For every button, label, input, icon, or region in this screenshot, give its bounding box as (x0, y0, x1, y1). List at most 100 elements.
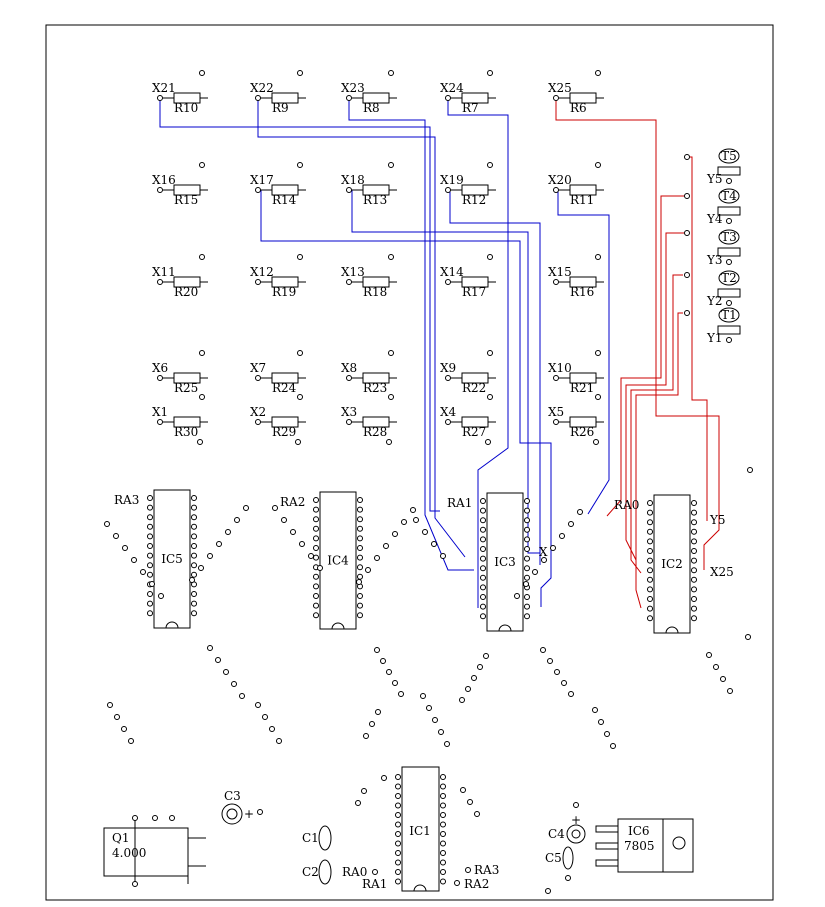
via-pad (131, 557, 137, 563)
ic-pin (691, 567, 697, 574)
resistor-pad-top (487, 394, 493, 400)
connector-label: X14 (440, 265, 464, 279)
ra-label: RA1 (362, 877, 387, 891)
via-pad (432, 717, 438, 723)
transistor-body (718, 307, 740, 323)
ic-pin (313, 583, 319, 590)
polarity-mark: + (244, 807, 254, 821)
connector-label: X10 (548, 361, 572, 375)
via-pad (541, 557, 547, 563)
resistor-pad-top (297, 394, 303, 400)
ra-label: RA1 (447, 496, 472, 510)
red-trace (687, 156, 708, 521)
connector-label: X25 (710, 565, 734, 579)
ic-pin (647, 586, 653, 593)
via-pad (514, 593, 520, 599)
resistor-pad-bottom (197, 439, 203, 445)
resistor-label: R16 (570, 285, 594, 299)
ic-pin (313, 516, 319, 523)
resistor-pad-top (388, 254, 394, 260)
resistor-pad (445, 375, 451, 381)
ic-pin (395, 793, 401, 799)
ra-label: RA2 (464, 877, 489, 891)
ra-label: RA0 (614, 498, 639, 512)
ic-pin (691, 596, 697, 602)
ic-body (153, 489, 191, 629)
resistor-pad-top (595, 254, 601, 260)
ic-pin (440, 774, 446, 780)
connector-label: Y5 (706, 172, 723, 186)
resistor-label: R6 (570, 101, 587, 115)
ic-pin (524, 517, 530, 524)
resistor-pad (255, 279, 261, 285)
transistor-body (718, 188, 740, 204)
resistor-label: R15 (174, 193, 198, 207)
resistor-label: R7 (462, 101, 479, 115)
resistor-pad (255, 375, 261, 381)
ic-pin (647, 509, 653, 516)
connector-label: X1 (152, 405, 168, 419)
blue-trace (257, 98, 466, 558)
via-pad (262, 714, 268, 720)
resistor-label: R24 (272, 381, 297, 395)
ic-pin (480, 594, 486, 600)
resistor-label: R19 (272, 285, 296, 299)
via-pad (477, 664, 483, 670)
transistor-body (718, 229, 740, 245)
via-pad (568, 691, 574, 697)
ic-pin (647, 548, 653, 554)
connector-label: X16 (152, 173, 176, 187)
capacitor-c1 (318, 825, 332, 851)
ic-pin (191, 591, 197, 597)
via-pad (592, 707, 598, 713)
resistor-pad (553, 375, 559, 381)
resistor-label: R10 (174, 101, 198, 115)
resistor-pad (445, 279, 451, 285)
ic-pin (440, 821, 446, 828)
resistor-pad-bottom (386, 439, 392, 445)
ic-pin (524, 613, 530, 620)
via-pad (223, 669, 229, 675)
transistor-label: T5 (721, 149, 737, 163)
ic-pin (357, 573, 363, 580)
connector-label: X13 (341, 265, 365, 279)
resistor-label: R9 (272, 101, 289, 115)
via-pad (532, 569, 538, 575)
transistor-label: T3 (721, 230, 737, 244)
resistor-pad-top (487, 162, 493, 168)
resistor-pad (157, 375, 163, 381)
ic-body (653, 494, 691, 634)
via-pad (565, 875, 571, 881)
board-outline (45, 24, 774, 901)
via-pad (547, 658, 553, 664)
resistor-label: R30 (174, 425, 198, 439)
crystal-body (103, 827, 189, 877)
resistor-pad-top (199, 162, 205, 168)
ic-pin (524, 536, 530, 543)
resistor-pad-top (487, 254, 493, 260)
via-pad (355, 800, 361, 806)
connector-label: X12 (250, 265, 274, 279)
via-pad (216, 541, 222, 547)
ic-notch (665, 626, 679, 634)
ic-label: IC2 (661, 557, 683, 571)
via-pad (369, 721, 375, 727)
connector-label: X25 (548, 81, 572, 95)
ic-body (486, 492, 524, 632)
via-pad (149, 581, 155, 587)
ic-pin (691, 509, 697, 516)
red-trace (630, 274, 683, 574)
ic-pin (691, 519, 697, 526)
resistor-pad (157, 187, 163, 193)
resistor-pad (346, 419, 352, 425)
via-pad (474, 811, 480, 817)
ic-pin (147, 514, 153, 521)
ic-pin (524, 574, 530, 581)
resistor-pad (445, 95, 451, 101)
via-pad (207, 553, 213, 559)
resistor-label: R18 (363, 285, 387, 299)
ic-label: IC4 (327, 554, 349, 568)
connector-label: X19 (440, 173, 464, 187)
via-pad (189, 577, 195, 583)
blue-trace (449, 190, 541, 565)
